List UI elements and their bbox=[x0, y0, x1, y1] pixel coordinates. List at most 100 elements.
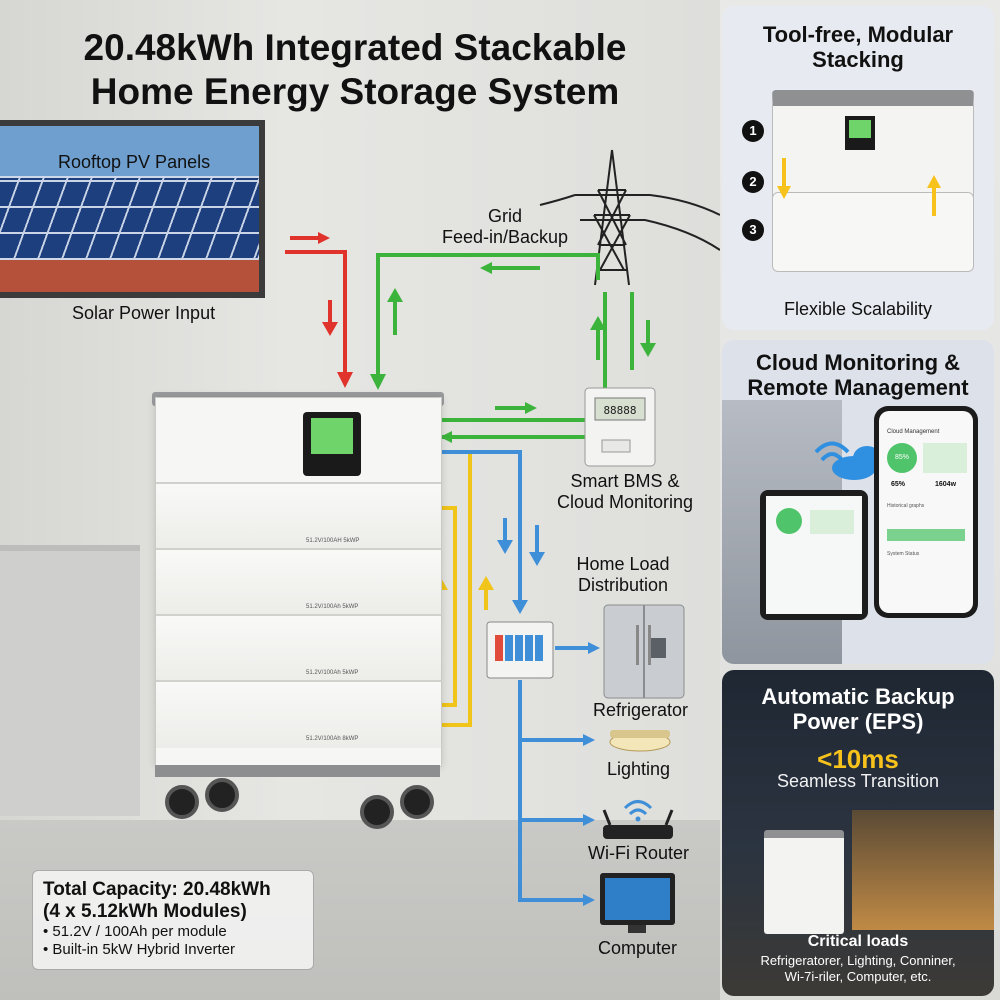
battery-module: 51.2V/100AH 5kWP bbox=[156, 482, 441, 550]
critical-loads-line-2: Wi-7i-riler, Computer, etc. bbox=[784, 969, 932, 984]
load-arrow-icon bbox=[583, 734, 595, 746]
backup-switch-time: <10ms bbox=[817, 744, 899, 774]
solar-arrow-icon bbox=[322, 322, 338, 336]
caster-wheel-icon bbox=[165, 785, 199, 819]
capacity-info-box: Total Capacity: 20.48kWh (4 x 5.12kWh Mo… bbox=[32, 870, 314, 970]
phone-stat: 65% bbox=[891, 481, 906, 488]
step-badge: 1 bbox=[742, 120, 764, 142]
backup-subtitle: Seamless Transition bbox=[776, 771, 940, 791]
breaker-panel-icon bbox=[486, 621, 554, 679]
grid-label-line-1: Grid bbox=[487, 206, 522, 226]
inverter-module-image bbox=[772, 90, 974, 203]
grid-flow-line bbox=[376, 253, 650, 439]
battery-module: 51.2V/100Ah 8kWP bbox=[156, 680, 441, 748]
module-rating: 51.2V/100Ah 8kWP bbox=[306, 736, 359, 742]
bms-label-line-2: Cloud Monitoring bbox=[556, 492, 694, 512]
cloud-monitoring-panel: Cloud Monitoring & Remote Management Clo… bbox=[722, 340, 994, 664]
critical-loads-list: Refrigeratorer, Lighting, Conniner, Wi-7… bbox=[722, 953, 994, 985]
backup-title-line-2: Power (EPS) bbox=[792, 709, 924, 734]
spec-bullet: • 51.2V / 100Ah per module bbox=[43, 923, 227, 940]
stacking-panel: Tool-free, Modular Stacking 1 2 3 Flexib… bbox=[722, 6, 994, 330]
tablet-chart bbox=[810, 510, 854, 534]
backup-power-panel: Automatic Backup Power (EPS) <10ms Seaml… bbox=[722, 670, 994, 996]
capacity-heading: Total Capacity: 20.48kWh bbox=[43, 879, 271, 900]
wifi-router-label: Wi-Fi Router bbox=[588, 843, 690, 863]
module-rating: 51.2V/100Ah 5kWP bbox=[306, 604, 359, 610]
smart-meter-icon bbox=[584, 387, 656, 467]
load-flow-line bbox=[425, 450, 590, 902]
load-arrow-icon bbox=[583, 894, 595, 906]
flow-diagram: 88888 bbox=[285, 149, 720, 933]
load-arrow-icon bbox=[497, 540, 513, 554]
module-rating: 51.2V/100AH 5kWP bbox=[306, 538, 360, 544]
grid-arrow-icon bbox=[387, 288, 403, 302]
phone-screen: Cloud Management 85% 65% 1604w Historica… bbox=[879, 411, 973, 613]
computer-icon bbox=[600, 873, 675, 933]
step-badge: 2 bbox=[742, 171, 764, 193]
battery-base bbox=[155, 765, 440, 777]
grid-arrow-icon bbox=[370, 374, 386, 390]
backup-title-line-1: Automatic Backup bbox=[761, 684, 955, 709]
rooftop-pv-label: Rooftop PV Panels bbox=[58, 152, 211, 172]
title-line-2: Home Energy Storage System bbox=[90, 71, 620, 112]
solar-flow-line bbox=[285, 236, 347, 380]
power-pylon-icon bbox=[539, 149, 720, 286]
tablet-screen bbox=[766, 496, 862, 614]
phone-gauge: 85% bbox=[887, 443, 917, 473]
grid-arrow-icon bbox=[640, 343, 656, 357]
critical-loads-heading: Critical loads bbox=[807, 933, 909, 950]
backup-battery-image bbox=[764, 830, 844, 934]
refrigerator-label: Refrigerator bbox=[593, 700, 689, 720]
meter-reading: 88888 bbox=[603, 404, 636, 417]
solar-input-label: Solar Power Input bbox=[72, 303, 216, 323]
backup-title: Automatic Backup Power (EPS) bbox=[722, 684, 994, 734]
inverter-display bbox=[303, 412, 361, 476]
refrigerator-icon bbox=[603, 604, 685, 699]
stacking-title-line-1: Tool-free, Modular bbox=[762, 22, 954, 47]
title-line-1: 20.48kWh Integrated Stackable bbox=[83, 27, 627, 68]
house-interior-image bbox=[852, 810, 994, 930]
grid-arrow-icon bbox=[525, 402, 537, 414]
tablet-gauge bbox=[776, 508, 802, 534]
phone-section: Historical graphs bbox=[887, 503, 925, 509]
caster-wheel-icon bbox=[360, 795, 394, 829]
stacking-title: Tool-free, Modular Stacking bbox=[722, 22, 994, 72]
kitchen-counter bbox=[0, 545, 140, 816]
module-rating: 51.2V/100Ah 5kWP bbox=[306, 670, 359, 676]
phone-header: Cloud Management bbox=[887, 429, 940, 435]
grid-arrow-icon bbox=[440, 431, 452, 443]
load-arrow-icon bbox=[583, 814, 595, 826]
caster-wheel-icon bbox=[400, 785, 434, 819]
stacking-arrows bbox=[777, 158, 941, 216]
grid-arrow-icon bbox=[480, 262, 492, 274]
phone-bar-chart bbox=[887, 511, 965, 541]
stacking-caption: Flexible Scalability bbox=[783, 299, 933, 319]
load-arrow-icon bbox=[512, 600, 528, 614]
tablet-image bbox=[760, 490, 868, 620]
cloud-title-line-2: Remote Management bbox=[747, 375, 969, 400]
home-load-line-1: Home Load bbox=[576, 554, 670, 574]
battery-module: 51.2V/100Ah 5kWP bbox=[156, 548, 441, 616]
page-title: 20.48kWh Integrated Stackable Home Energ… bbox=[30, 26, 680, 114]
solar-arrow-icon bbox=[337, 372, 353, 388]
battery-arrow-icon bbox=[478, 576, 494, 590]
phone-section: System Status bbox=[887, 551, 920, 557]
step-badge: 3 bbox=[742, 219, 764, 241]
battery-module: 51.2V/100Ah 5kWP bbox=[156, 614, 441, 682]
caster-wheel-icon bbox=[205, 778, 239, 812]
grid-label: Grid Feed-in/Backup bbox=[425, 206, 585, 248]
solar-arrow-icon bbox=[318, 232, 330, 244]
phone-stat: 1604w bbox=[935, 481, 957, 488]
ceiling-light-icon bbox=[609, 730, 671, 752]
grid-label-line-2: Feed-in/Backup bbox=[441, 227, 569, 247]
module-display bbox=[845, 116, 875, 150]
home-load-line-2: Distribution bbox=[577, 575, 669, 595]
module-screen bbox=[849, 120, 871, 138]
load-arrow-icon bbox=[529, 552, 545, 566]
phone-image: Cloud Management 85% 65% 1604w Historica… bbox=[874, 406, 978, 618]
spec-bullet: • Built-in 5kW Hybrid Inverter bbox=[43, 941, 235, 958]
grid-arrow-icon bbox=[590, 316, 606, 330]
cloud-title: Cloud Monitoring & Remote Management bbox=[722, 350, 994, 400]
modules-heading: (4 x 5.12kWh Modules) bbox=[43, 901, 247, 922]
